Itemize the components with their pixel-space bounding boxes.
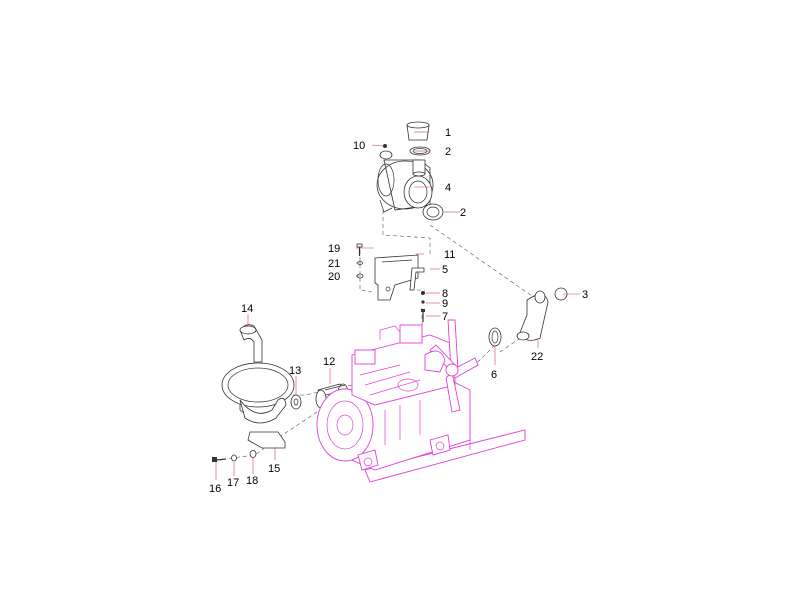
callout-5: 5 <box>442 264 448 276</box>
callout-6: 6 <box>491 369 497 381</box>
callout-17: 17 <box>227 477 239 489</box>
callout-22: 22 <box>531 351 543 363</box>
callout-3: 3 <box>582 289 588 301</box>
callout-19: 19 <box>328 243 340 255</box>
callout-8: 8 <box>442 288 448 300</box>
callout-11: 11 <box>444 249 455 261</box>
air-cleaner-assembly <box>376 121 444 221</box>
callout-14: 14 <box>241 303 253 315</box>
callout-labels: 1 2 10 4 2 19 11 21 5 20 3 8 9 7 14 22 1… <box>209 127 588 495</box>
leader-lines <box>215 131 580 480</box>
callout-4: 4 <box>445 182 451 194</box>
callout-21: 21 <box>328 258 340 270</box>
callout-9: 9 <box>442 298 448 310</box>
callout-12: 12 <box>323 356 335 368</box>
callout-2-lower: 2 <box>460 207 466 219</box>
callout-10: 10 <box>353 140 365 152</box>
callout-7: 7 <box>442 311 448 323</box>
callout-18: 18 <box>246 475 258 487</box>
callout-13: 13 <box>289 365 301 377</box>
callout-20: 20 <box>328 271 340 283</box>
intake-hose <box>488 287 568 347</box>
callout-2-upper: 2 <box>445 146 451 158</box>
callout-16: 16 <box>209 483 221 495</box>
callout-1: 1 <box>445 127 451 139</box>
bracket-assembly <box>356 243 425 322</box>
callout-15: 15 <box>268 463 280 475</box>
engine-block <box>316 319 526 483</box>
